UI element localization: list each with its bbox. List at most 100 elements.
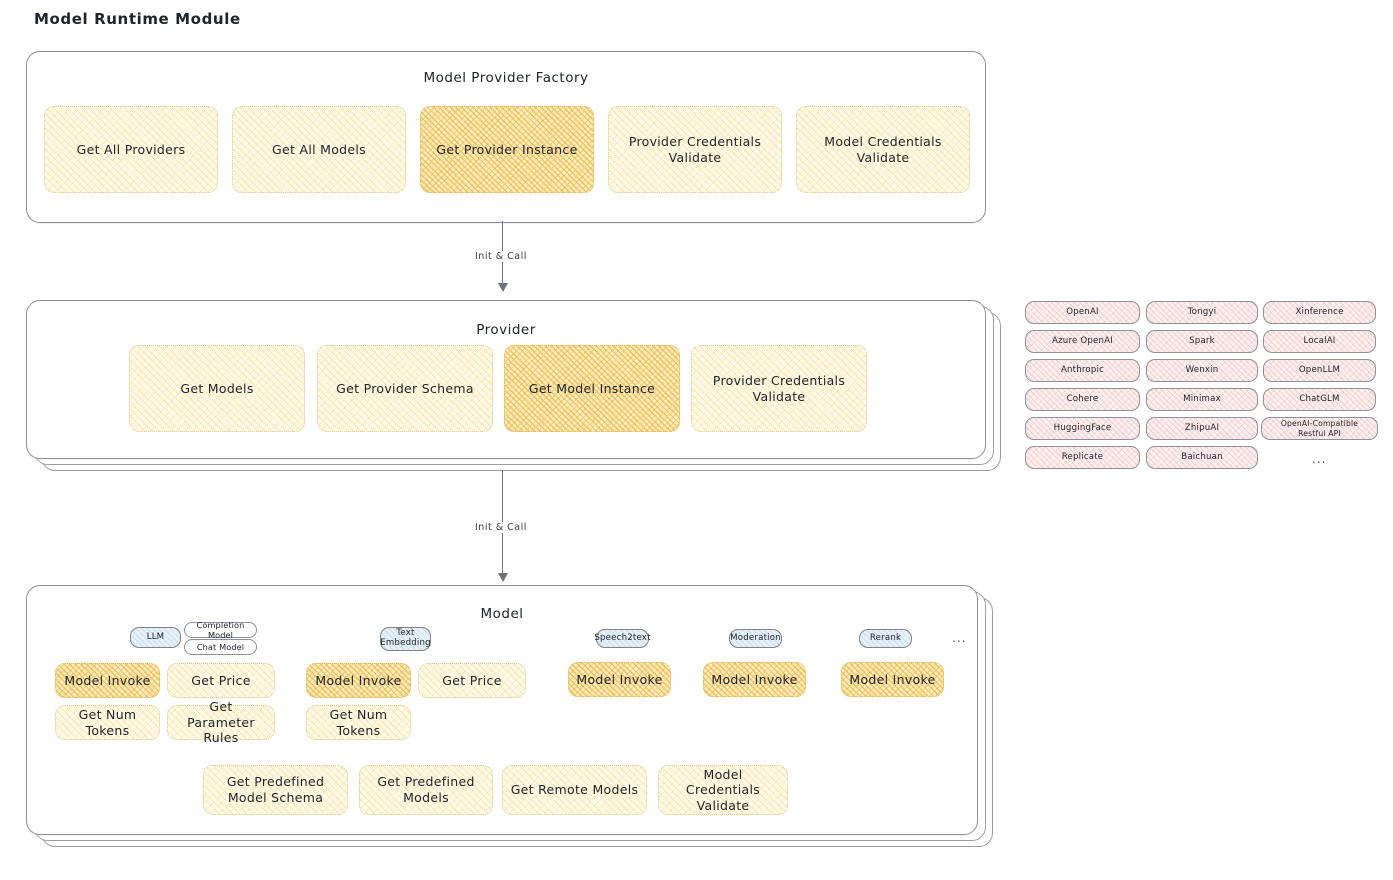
page-title: Model Runtime Module [34, 10, 241, 28]
llm-method-get-parameter-rules[interactable]: Get Parameter Rules [167, 699, 275, 745]
provider-chip-label: HuggingFace [1053, 423, 1112, 434]
factory-node-label: Model Credentials Validate [824, 133, 942, 165]
arrow-factory-to-provider-label: Init & Call [470, 251, 532, 262]
provider-chip-localai[interactable]: LocalAI [1263, 330, 1376, 353]
capability-badge-moderation[interactable]: Moderation [729, 629, 782, 648]
capability-badge-text-embedding[interactable]: Text Embedding [380, 627, 431, 651]
factory-node-get-all-models[interactable]: Get All Models [232, 106, 406, 193]
provider-chip-label: Tongyi [1187, 307, 1217, 318]
llm-method-model-invoke[interactable]: Model Invoke [55, 663, 160, 698]
provider-node-label: Get Model Instance [528, 380, 656, 396]
provider-title: Provider [476, 322, 536, 338]
text-embedding-method-model-invoke[interactable]: Model Invoke [306, 663, 411, 698]
text-embedding-method-get-price[interactable]: Get Price [418, 663, 526, 698]
factory-node-label: Get All Models [272, 141, 366, 157]
provider-list-more-ellipsis: ... [1312, 452, 1327, 466]
rerank-method-model-invoke[interactable]: Model Invoke [841, 662, 944, 697]
method-label: Get Price [442, 672, 502, 688]
capability-tag-completion-model[interactable]: Completion Model [184, 620, 257, 640]
method-label: Model Invoke [576, 671, 663, 687]
capability-badge-label: Moderation [730, 632, 781, 643]
provider-chip-label: OpenAI [1066, 307, 1099, 318]
provider-chip-label: ZhipuAI [1184, 423, 1220, 434]
provider-chip-chatglm[interactable]: ChatGLM [1263, 388, 1376, 411]
provider-node-get-models[interactable]: Get Models [129, 345, 305, 432]
speech2text-method-model-invoke[interactable]: Model Invoke [568, 662, 671, 697]
provider-chip-label: LocalAI [1303, 336, 1336, 347]
model-provider-factory-title: Model Provider Factory [423, 70, 589, 86]
model-common-get-predefined-model-schema[interactable]: Get Predefined Model Schema [203, 765, 348, 815]
provider-chip-tongyi[interactable]: Tongyi [1146, 301, 1258, 324]
arrow-factory-to-provider-head [498, 283, 508, 292]
method-label: Get Parameter Rules [187, 699, 255, 746]
method-label: Model Invoke [64, 672, 151, 688]
arrow-provider-to-model-label: Init & Call [470, 522, 532, 533]
moderation-method-model-invoke[interactable]: Model Invoke [703, 662, 806, 697]
provider-node-label: Get Provider Schema [336, 380, 474, 396]
method-label: Get Num Tokens [78, 706, 137, 738]
arrow-provider-to-model-head [498, 573, 508, 582]
provider-chip-baichuan[interactable]: Baichuan [1146, 446, 1258, 469]
provider-chip-cohere[interactable]: Cohere [1025, 388, 1140, 411]
provider-chip-huggingface[interactable]: HuggingFace [1025, 417, 1140, 440]
provider-chip-label: Cohere [1066, 394, 1099, 405]
capability-tag-chat-model[interactable]: Chat Model [184, 639, 257, 655]
factory-node-provider-credentials-validate[interactable]: Provider Credentials Validate [608, 106, 782, 193]
text-embedding-method-get-num-tokens[interactable]: Get Num Tokens [306, 705, 411, 740]
model-title: Model [480, 606, 524, 622]
provider-chip-azure-openai[interactable]: Azure OpenAI [1025, 330, 1140, 353]
provider-chip-replicate[interactable]: Replicate [1025, 446, 1140, 469]
provider-chip-label: Azure OpenAI [1052, 336, 1113, 347]
model-common-get-remote-models[interactable]: Get Remote Models [502, 765, 647, 815]
llm-method-get-num-tokens[interactable]: Get Num Tokens [55, 705, 160, 740]
provider-chip-minimax[interactable]: Minimax [1146, 388, 1258, 411]
provider-node-provider-credentials-validate[interactable]: Provider Credentials Validate [691, 345, 867, 432]
factory-node-label: Provider Credentials Validate [628, 133, 762, 165]
factory-node-label: Get Provider Instance [436, 141, 578, 157]
provider-chip-label: OpenAI-Compatible Restful API [1280, 419, 1359, 438]
provider-chip-xinference[interactable]: Xinference [1263, 301, 1376, 324]
provider-chip-anthropic[interactable]: Anthropic [1025, 359, 1140, 382]
provider-node-label: Provider Credentials Validate [712, 372, 846, 404]
capability-tag-label: Chat Model [196, 641, 245, 652]
provider-chip-wenxin[interactable]: Wenxin [1146, 359, 1258, 382]
provider-chip-label: Minimax [1183, 394, 1221, 405]
provider-chip-zhipuai[interactable]: ZhipuAI [1146, 417, 1258, 440]
capability-badge-label: Text Embedding [380, 628, 431, 648]
provider-node-get-model-instance[interactable]: Get Model Instance [504, 345, 680, 432]
method-label: Model Invoke [711, 671, 798, 687]
method-label: Get Predefined Model Schema [226, 774, 325, 805]
model-common-get-predefined-models[interactable]: Get Predefined Models [359, 765, 493, 815]
method-label: Get Price [191, 672, 251, 688]
method-label: Get Predefined Models [377, 774, 475, 805]
provider-chip-label: ChatGLM [1299, 394, 1340, 405]
method-label: Model Credentials Validate [685, 766, 761, 813]
method-label: Model Invoke [315, 672, 402, 688]
provider-chip-label: Wenxin [1185, 365, 1219, 376]
provider-chip-label: OpenLLM [1298, 365, 1341, 376]
provider-chip-openai[interactable]: OpenAI [1025, 301, 1140, 324]
llm-method-get-price[interactable]: Get Price [167, 663, 275, 698]
model-capabilities-more-ellipsis: ... [952, 631, 967, 645]
model-common-model-credentials-validate[interactable]: Model Credentials Validate [658, 765, 788, 815]
capability-badge-label: LLM [146, 631, 165, 642]
factory-node-get-all-providers[interactable]: Get All Providers [44, 106, 218, 193]
provider-chip-spark[interactable]: Spark [1146, 330, 1258, 353]
provider-node-label: Get Models [180, 380, 254, 396]
capability-badge-label: Speech2text [594, 632, 651, 643]
provider-chip-label: Spark [1189, 336, 1215, 347]
capability-badge-llm[interactable]: LLM [130, 627, 181, 648]
provider-chip-label: Anthropic [1060, 365, 1105, 376]
provider-node-get-provider-schema[interactable]: Get Provider Schema [317, 345, 493, 432]
provider-chip-openai-compatible-restful-api[interactable]: OpenAI-Compatible Restful API [1261, 417, 1378, 440]
capability-badge-speech2text[interactable]: Speech2text [594, 629, 651, 648]
capability-badge-label: Rerank [869, 632, 902, 643]
method-label: Get Num Tokens [329, 706, 388, 738]
provider-chip-label: Baichuan [1181, 452, 1223, 463]
provider-chip-openllm[interactable]: OpenLLM [1263, 359, 1376, 382]
method-label: Model Invoke [849, 671, 936, 687]
provider-chip-label: Xinference [1295, 307, 1344, 318]
factory-node-model-credentials-validate[interactable]: Model Credentials Validate [796, 106, 970, 193]
capability-badge-rerank[interactable]: Rerank [859, 629, 912, 648]
factory-node-get-provider-instance[interactable]: Get Provider Instance [420, 106, 594, 193]
